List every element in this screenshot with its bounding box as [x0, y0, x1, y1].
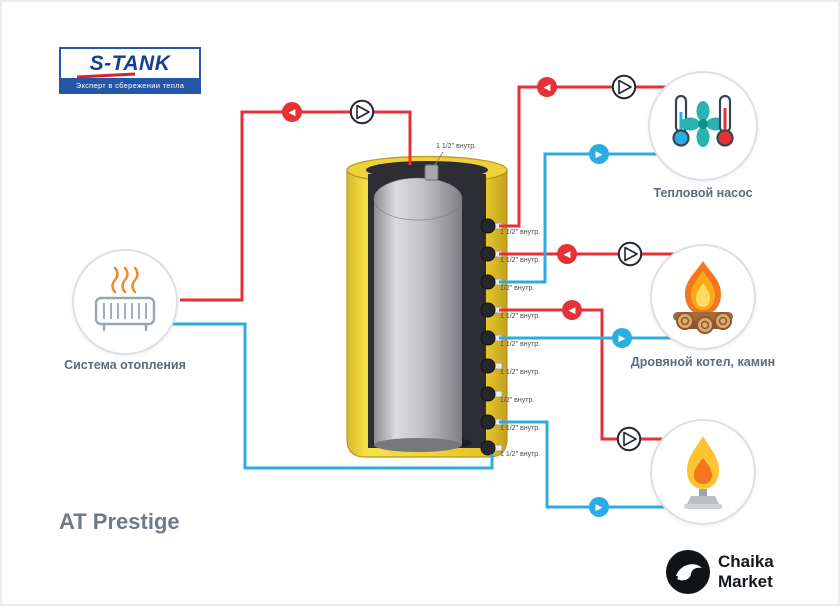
- port-label: 1/2" внутр.: [500, 397, 535, 404]
- model-title: AT Prestige: [59, 509, 180, 534]
- buffer-tank: [346, 151, 508, 458]
- node-gas-burner: [650, 419, 756, 525]
- bird-icon: [666, 550, 710, 594]
- pipe-hot-heat-pump: [499, 85, 672, 228]
- inner-vessel-dome: [373, 177, 463, 221]
- inner-vessel-body: [374, 199, 462, 445]
- top-fitting-icon: [424, 164, 439, 181]
- port-label: 1 1/2" внутр.: [500, 341, 541, 348]
- arrow-right-icon: ▶: [595, 148, 603, 159]
- port-label: 1 1/2" внутр.: [500, 229, 541, 236]
- flow-badge-hot: ◀: [282, 102, 302, 122]
- flow-badge-hot: ◀: [562, 300, 582, 320]
- pipe-hot-heating-system: [180, 110, 412, 302]
- brand-name: S-TANK: [89, 51, 171, 75]
- flow-badge-cold: ▶: [589, 497, 609, 517]
- watermark-line1: Chaika: [718, 551, 774, 571]
- pump-icon: [349, 99, 375, 125]
- port-label: 1 1/2" внутр.: [500, 257, 541, 264]
- port-label: 1 1/2" внутр.: [500, 425, 541, 432]
- port-label: 1 1/2" внутр.: [500, 451, 541, 458]
- heat-pump-icon: [672, 94, 734, 147]
- thermometer-hot-icon: [716, 94, 734, 147]
- logs-icon: [673, 312, 733, 334]
- wood-fire-icon: [673, 261, 733, 334]
- tank-top-port-label: 1 1/2" внутр.: [436, 143, 477, 150]
- arrow-left-icon: ◀: [563, 248, 571, 259]
- label-wood-boiler: Дровяной котел, камин: [630, 355, 776, 369]
- gas-burner-icon: [684, 436, 722, 509]
- node-heating-system: [72, 249, 178, 355]
- flow-badge-cold: ▶: [589, 144, 609, 164]
- watermark-line2: Market: [718, 572, 773, 591]
- radiator-icon: [94, 266, 156, 332]
- arrow-left-icon: ◀: [288, 106, 296, 117]
- pipe-cold-gas-burner: [499, 420, 668, 509]
- port-label: 1/2" внутр.: [500, 285, 535, 292]
- arrow-left-icon: ◀: [568, 304, 576, 315]
- burner-base-icon: [684, 489, 722, 509]
- s-tank-logo: S-TANK Эксперт в сбережении тепла: [59, 47, 201, 94]
- chaika-market-logo: Chaika Market: [666, 550, 774, 594]
- brand-tagline: Эксперт в сбережении тепла: [61, 78, 199, 92]
- pump-icon: [617, 241, 643, 267]
- brand-swoosh: [76, 72, 136, 79]
- node-heat-pump: [648, 71, 758, 181]
- arrow-right-icon: ▶: [618, 332, 626, 343]
- pump-icon: [611, 74, 637, 100]
- label-heat-pump: Тепловой насос: [653, 186, 753, 200]
- flame-icon: [685, 261, 721, 315]
- port-label: 1 1/2" внутр.: [500, 313, 541, 320]
- top-port-leader-line: [434, 151, 444, 166]
- arrow-right-icon: ▶: [595, 501, 603, 512]
- inner-vessel-bottom: [374, 438, 462, 452]
- flow-badge-cold: ▶: [612, 328, 632, 348]
- flow-badge-hot: ◀: [537, 77, 557, 97]
- flow-badge-hot: ◀: [557, 244, 577, 264]
- pipe-cold-heating-system: [173, 322, 494, 470]
- tank-side-ports: [480, 218, 503, 456]
- pump-icon: [616, 426, 642, 452]
- label-heating-system: Система отопления: [64, 358, 186, 372]
- arrow-left-icon: ◀: [543, 81, 551, 92]
- heat-waves-icon: [111, 266, 139, 294]
- gas-flame-icon: [687, 436, 719, 489]
- port-label: 1 1/2" внутр.: [500, 369, 541, 376]
- node-wood-boiler: [650, 244, 756, 350]
